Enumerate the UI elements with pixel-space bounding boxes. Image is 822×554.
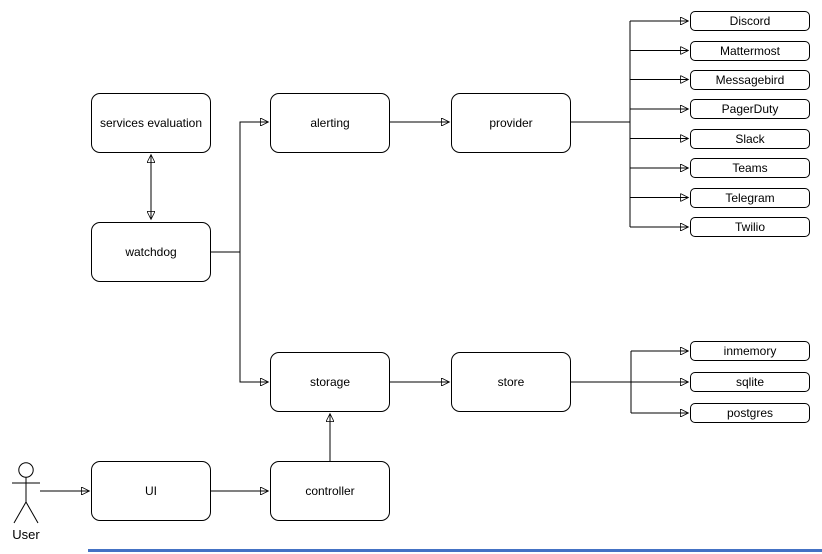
edge-watchdog-storage [239, 252, 268, 382]
node-mattermost-label: Mattermost [719, 43, 780, 58]
node-alerting[interactable]: alerting [270, 93, 390, 153]
node-discord-label: Discord [729, 14, 771, 28]
node-store[interactable]: store [451, 352, 571, 412]
canvas-bottom-edge-line [88, 549, 822, 552]
node-ui[interactable]: UI [91, 461, 211, 521]
node-provider-label: provider [489, 116, 533, 130]
node-telegram-label: Telegram [725, 190, 775, 205]
node-storage[interactable]: storage [270, 352, 390, 412]
node-controller[interactable]: controller [270, 461, 390, 521]
node-provider-discord[interactable]: Discord [690, 11, 810, 31]
node-provider-pagerduty[interactable]: PagerDuty [690, 99, 810, 119]
edge-watchdog-alerting [239, 122, 268, 252]
node-store-label: store [497, 375, 525, 389]
node-provider[interactable]: provider [451, 93, 571, 153]
node-provider-telegram[interactable]: Telegram [690, 187, 810, 208]
node-provider-slack[interactable]: Slack [690, 128, 810, 149]
node-provider-teams[interactable]: Teams [690, 158, 810, 178]
node-postgres-label: postgres [726, 406, 774, 420]
node-storage-label: storage [309, 375, 351, 389]
node-messagebird-label: Messagebird [715, 72, 785, 87]
user-actor-label: User [12, 527, 40, 542]
node-teams-label: Teams [732, 161, 768, 175]
node-sqlite-label: sqlite [735, 375, 764, 389]
node-twilio-label: Twilio [734, 220, 765, 234]
node-slack-label: Slack [735, 131, 765, 146]
node-alerting-label: alerting [310, 116, 350, 130]
node-controller-label: controller [305, 484, 355, 498]
node-store-postgres[interactable]: postgres [690, 403, 810, 423]
node-provider-twilio[interactable]: Twilio [690, 217, 810, 237]
node-ui-label: UI [145, 484, 157, 498]
node-watchdog-label: watchdog [125, 245, 177, 259]
node-provider-mattermost[interactable]: Mattermost [690, 40, 810, 61]
node-store-inmemory[interactable]: inmemory [690, 341, 810, 361]
node-services-evaluation-label: services evaluation [99, 116, 203, 130]
node-pagerduty-label: PagerDuty [721, 102, 779, 116]
node-provider-messagebird[interactable]: Messagebird [690, 69, 810, 90]
node-services-evaluation[interactable]: services evaluation [91, 93, 211, 153]
node-inmemory-label: inmemory [723, 344, 777, 358]
node-watchdog[interactable]: watchdog [91, 222, 211, 282]
user-actor-icon[interactable] [12, 462, 40, 524]
node-store-sqlite[interactable]: sqlite [690, 372, 810, 392]
